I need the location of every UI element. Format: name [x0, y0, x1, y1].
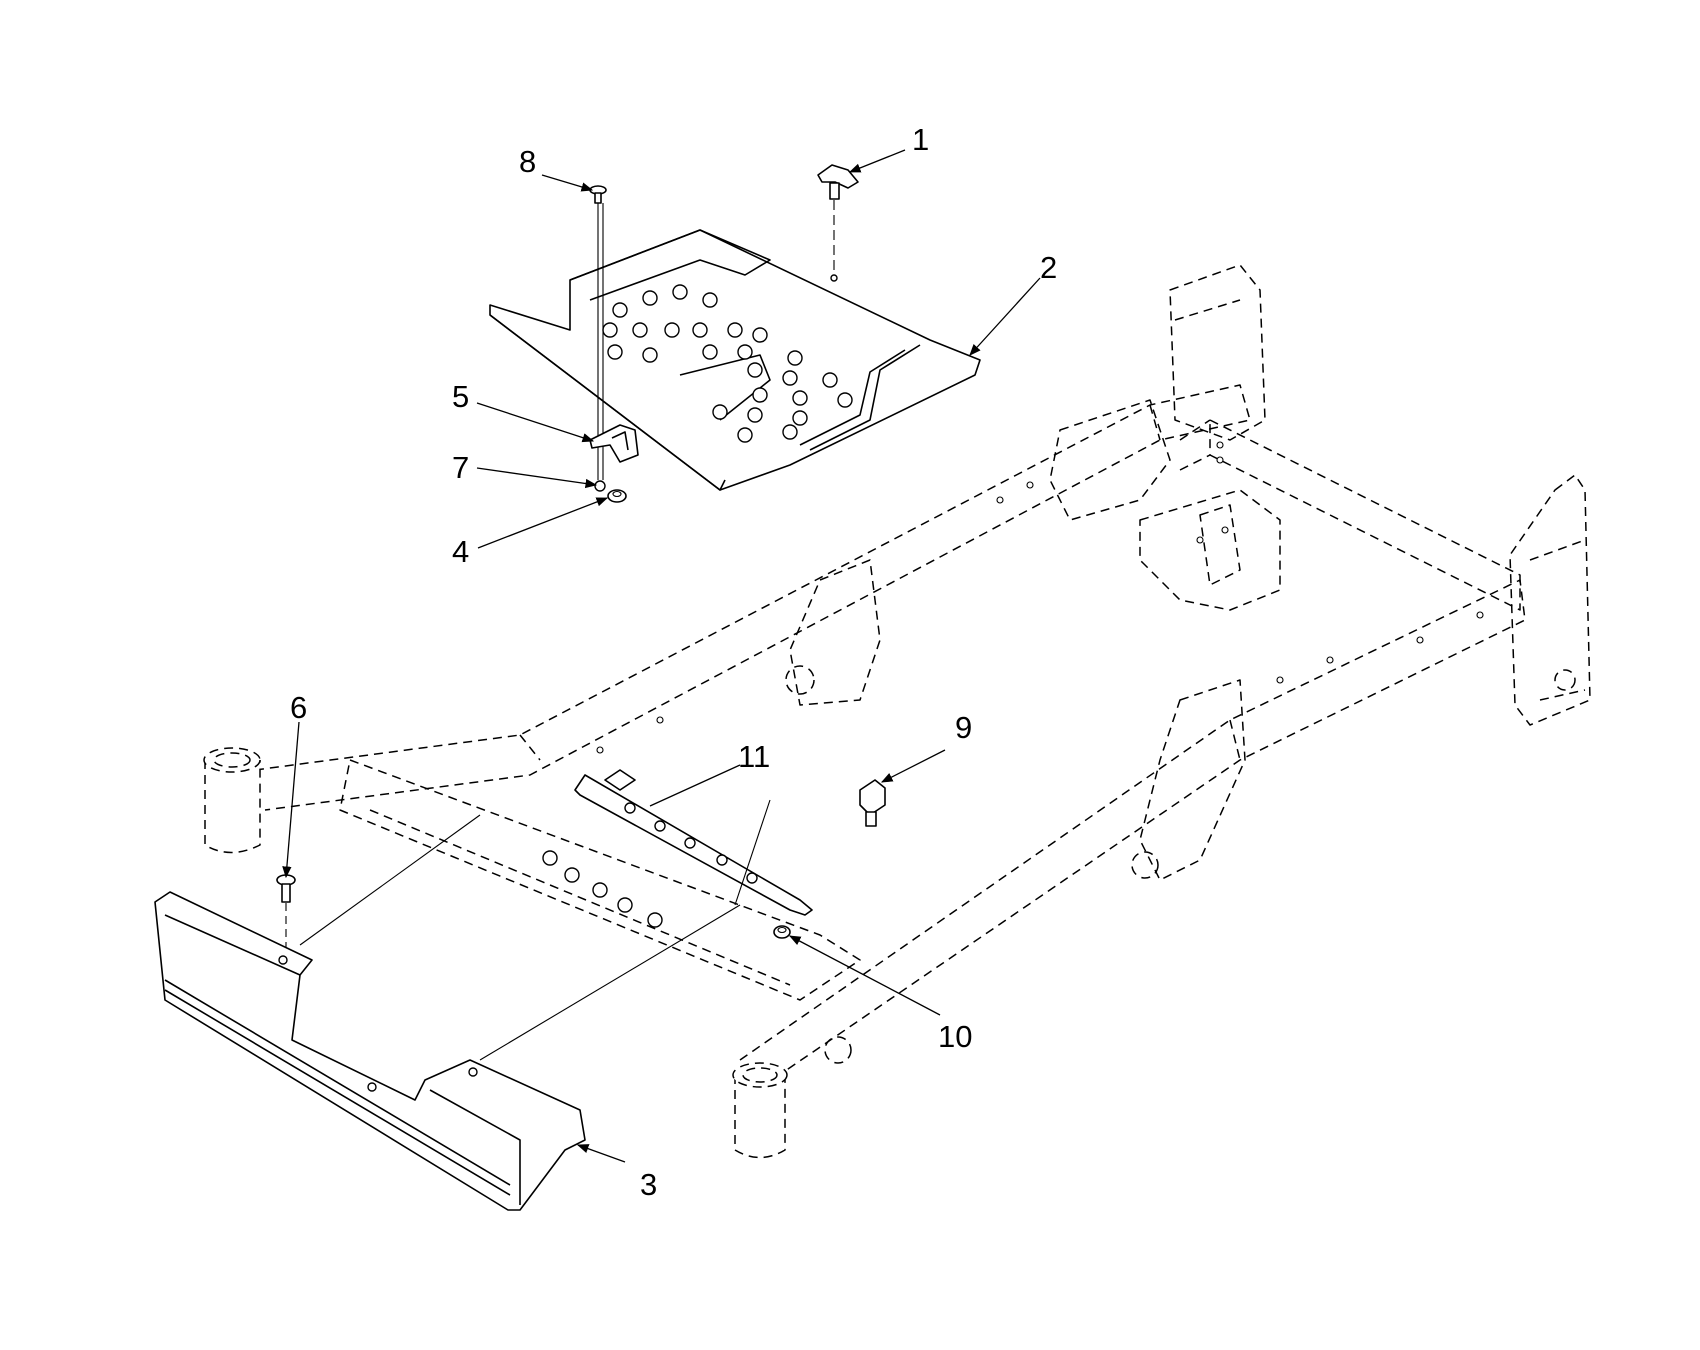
assembly-lines — [299, 799, 771, 1061]
callout-8: 8 — [519, 144, 536, 179]
part-2-foot-plate — [489, 229, 981, 491]
part-1-knob — [817, 164, 859, 282]
callout-labels: 1 2 3 4 5 6 7 8 9 10 11 — [290, 122, 1057, 1202]
part-7-washer — [594, 480, 606, 492]
callout-5: 5 — [452, 379, 469, 414]
callout-9: 9 — [955, 710, 972, 745]
part-3-front-shield — [154, 891, 586, 1211]
callout-10: 10 — [938, 1019, 972, 1054]
callout-6: 6 — [290, 690, 307, 725]
part-9-bumper — [859, 779, 886, 827]
callout-2: 2 — [1040, 250, 1057, 285]
callout-11: 11 — [738, 739, 770, 774]
part-5-clip — [589, 424, 639, 463]
callout-4: 4 — [452, 534, 469, 569]
callout-3: 3 — [640, 1167, 657, 1202]
mower-frame — [203, 264, 1591, 1159]
part-10-nut — [773, 925, 791, 939]
part-4-nut — [607, 489, 627, 503]
part-11-mounting-plate — [542, 769, 813, 928]
foot-plate-holes — [602, 284, 853, 443]
callout-7: 7 — [452, 450, 469, 485]
callout-1: 1 — [912, 122, 929, 157]
callout-leaders — [282, 149, 1041, 1163]
